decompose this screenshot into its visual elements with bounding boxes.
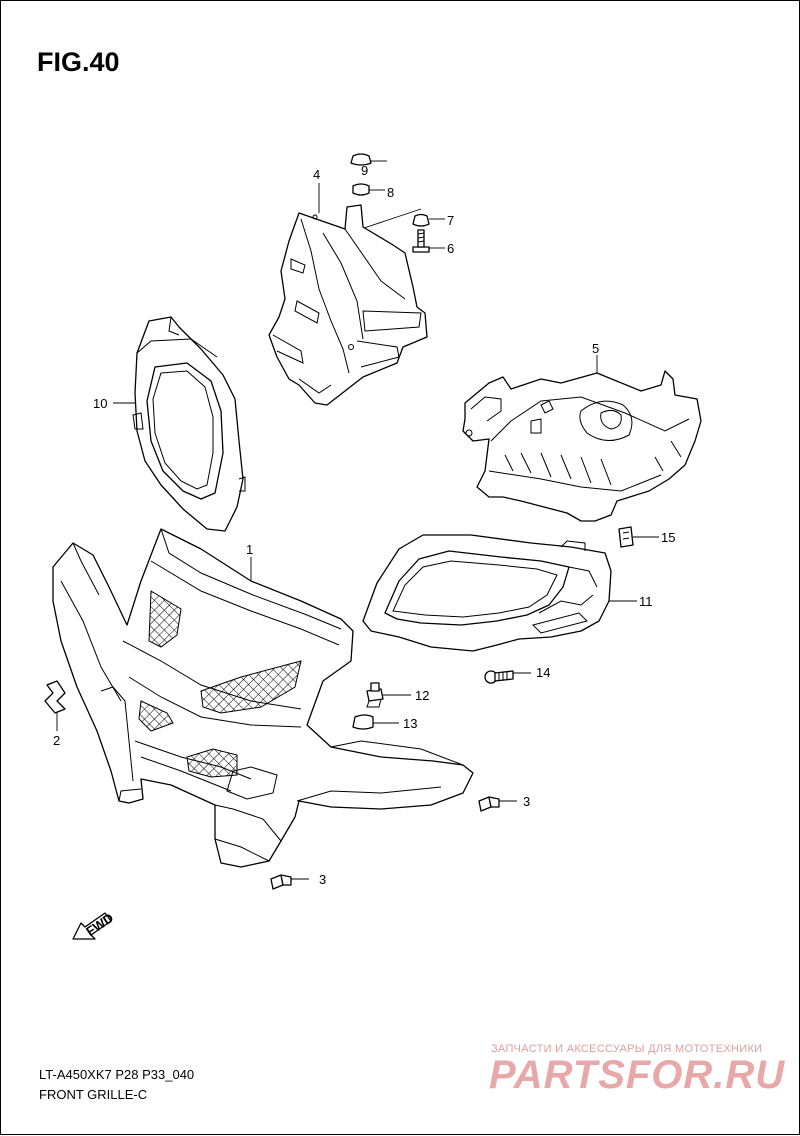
- part-1-front-grille: [52, 528, 474, 868]
- part-9-nut: [350, 153, 387, 166]
- callout-13: 13: [403, 716, 417, 731]
- callout-9: 9: [361, 163, 368, 178]
- part-3-rivet-lower: [270, 874, 309, 890]
- callout-3-upper: 3: [523, 794, 530, 809]
- part-11-side-cover: [362, 534, 637, 652]
- part-8-bushing: [352, 183, 385, 196]
- part-13-grommet: [352, 714, 399, 730]
- part-3-rivet-upper: [478, 796, 517, 812]
- watermark-tagline: ЗАПЧАСТИ И АКСЕССУАРЫ ДЛЯ МОТОТЕХНИКИ: [491, 1043, 763, 1055]
- callout-11: 11: [639, 594, 653, 609]
- callout-7: 7: [447, 213, 454, 228]
- part-15-clip: [618, 526, 659, 548]
- watermark-logo: PARTSFOR.RU: [489, 1053, 786, 1097]
- part-7-nut: [412, 213, 445, 227]
- callout-2: 2: [53, 733, 60, 748]
- callout-4: 4: [313, 167, 320, 182]
- callout-3-lower: 3: [319, 872, 326, 887]
- callout-12: 12: [415, 688, 429, 703]
- callout-14: 14: [536, 665, 550, 680]
- callout-8: 8: [387, 185, 394, 200]
- figure-title: FIG.40: [37, 47, 120, 77]
- part-14-screw: [484, 670, 531, 684]
- callout-6: 6: [447, 241, 454, 256]
- part-4-headlight-bracket: [268, 183, 428, 406]
- part-5-mounting-bracket: [462, 355, 702, 522]
- fwd-direction-arrow: FWD: [72, 910, 116, 940]
- section-name: FRONT GRILLE-C: [39, 1087, 148, 1102]
- part-6-bolt: [412, 229, 445, 253]
- callout-15: 15: [661, 530, 675, 545]
- fwd-label: FWD: [83, 910, 116, 939]
- part-10-headlight-cover: [113, 316, 246, 532]
- model-code: LT-A450XK7 P28 P33_040: [39, 1067, 195, 1082]
- callout-10: 10: [93, 396, 107, 411]
- part-12-screw: [366, 682, 411, 708]
- callout-1: 1: [246, 542, 253, 557]
- part-2-emblem: [44, 680, 66, 731]
- callout-5: 5: [592, 341, 599, 356]
